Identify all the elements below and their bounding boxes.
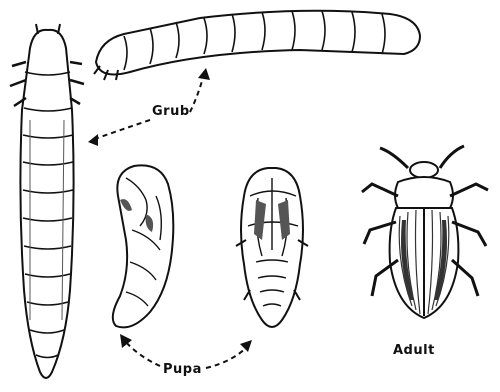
larva-horizontal: [94, 11, 420, 80]
grub-label: Grub: [152, 104, 190, 119]
adult-label: Adult: [393, 343, 435, 358]
pupa-side: [113, 165, 174, 327]
pupa-arrowheads: [120, 334, 252, 352]
pupa-label: Pupa: [163, 362, 202, 377]
larva-vertical: [10, 24, 84, 378]
pupa-ventral: [236, 168, 308, 327]
adult-beetle: [362, 146, 488, 318]
